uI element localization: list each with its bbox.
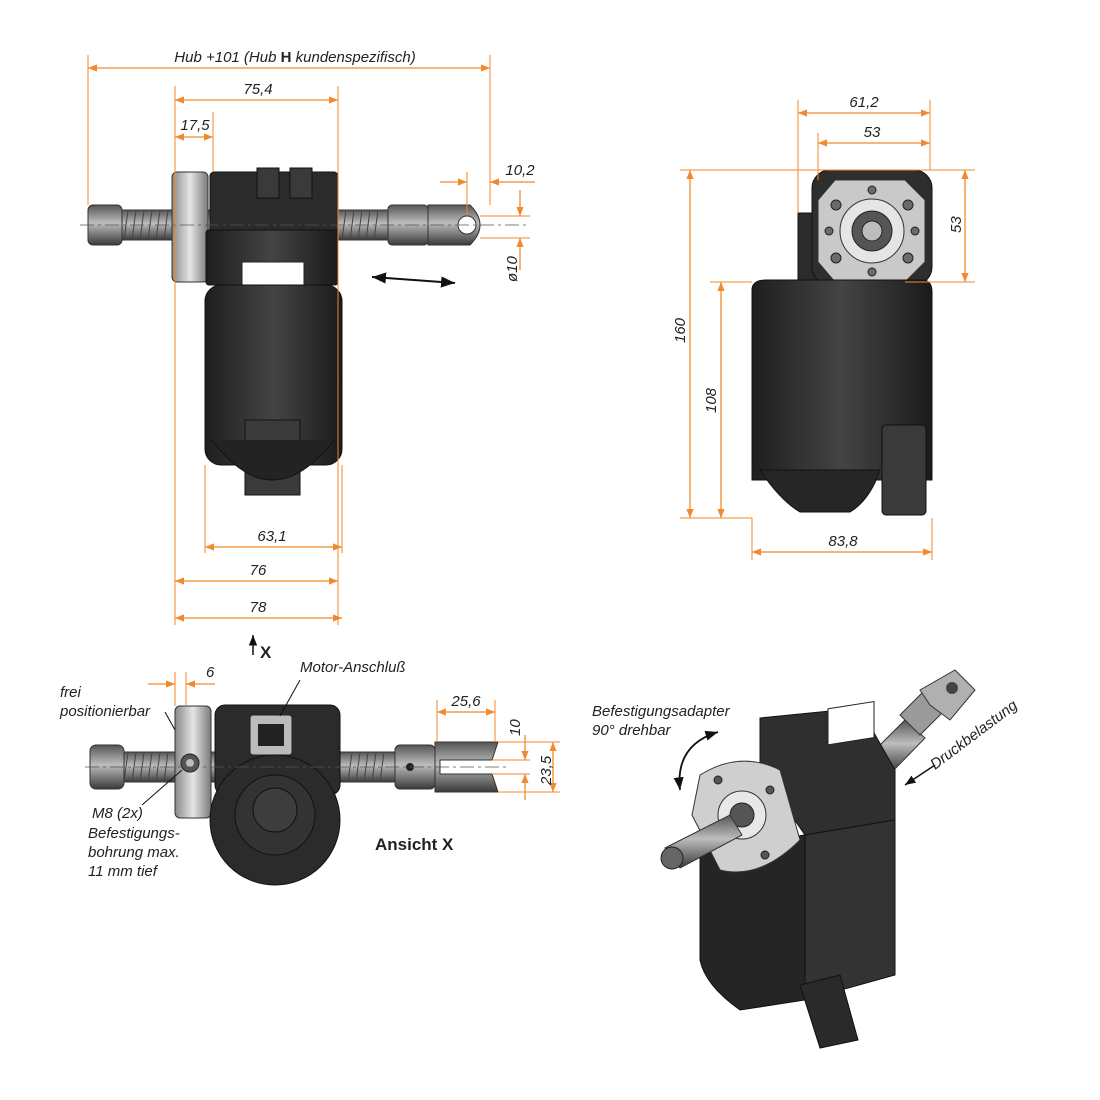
dim-75-4: 75,4	[243, 81, 272, 98]
label-motor-connector: Motor-Anschluß	[300, 659, 406, 676]
viewx-extension-lines	[174, 672, 560, 793]
view-x-title: Ansicht X	[375, 835, 454, 854]
side-connector	[881, 424, 927, 516]
dim-76: 76	[250, 562, 267, 579]
label-m8: M8 (2x)	[92, 805, 143, 822]
label-bore-line2: bohrung max.	[88, 844, 180, 861]
label-bore-line1: Befestigungs-	[88, 825, 180, 842]
front-clamp-ring	[171, 171, 209, 283]
front-gear-notch	[289, 167, 313, 199]
front-motor-base	[211, 439, 335, 481]
label-free-line2: positionierbar	[59, 703, 151, 720]
dim-6: 6	[206, 664, 215, 681]
view-x-letter: X	[260, 643, 272, 662]
dim-83-8: 83,8	[828, 533, 858, 550]
viewx-clevis	[434, 741, 499, 793]
dim-53-top: 53	[864, 124, 881, 141]
side-view: 61,2 53 53 160 108 83,8	[672, 94, 975, 560]
viewx-connector-pins	[258, 724, 284, 746]
front-dimension-lines	[88, 64, 535, 622]
dim-stroke-label: Hub +101 (Hub H kundenspezifisch)	[174, 49, 415, 66]
side-extension-lines	[680, 100, 975, 560]
iso-front-rod-end	[660, 846, 684, 870]
view-x: 6 25,6 10 23,5 frei positionierbar Motor…	[59, 659, 560, 886]
dim-63-1: 63,1	[257, 528, 286, 545]
iso-view: Befestigungsadapter 90° drehbar Druckbel…	[592, 669, 1021, 1049]
dim-diameter-10: ø10	[504, 255, 521, 282]
iso-body-front	[699, 834, 806, 1011]
viewx-motor-cap-center	[252, 787, 298, 833]
dim-78: 78	[250, 599, 267, 616]
side-dimension-lines	[686, 109, 969, 556]
label-free-leader	[164, 711, 176, 731]
iso-load-arrow	[904, 764, 936, 786]
label-adapter-line1: Befestigungsadapter	[592, 703, 731, 720]
dim-53-right: 53	[948, 216, 965, 233]
label-motor-leader	[279, 679, 301, 717]
dim-108: 108	[703, 387, 720, 413]
label-adapter-line2: 90° drehbar	[592, 722, 672, 739]
dim-160: 160	[672, 317, 689, 343]
dim-10-2: 10,2	[505, 162, 535, 179]
front-view: Hub +101 (Hub H kundenspezifisch) 75,4 1…	[80, 49, 535, 662]
dim-17-5: 17,5	[180, 117, 210, 134]
side-shaft-core	[861, 220, 883, 242]
iso-rotation-arrow	[673, 730, 719, 791]
dim-10: 10	[507, 719, 524, 736]
iso-label-window	[827, 700, 875, 746]
front-gear-notch	[256, 167, 280, 199]
front-motion-arrow	[371, 272, 456, 288]
viewx-dimension-lines	[148, 680, 557, 800]
side-bolts	[824, 185, 920, 277]
label-free-line1: frei	[60, 684, 82, 701]
iso-clevis	[919, 669, 976, 721]
side-motor-base	[759, 469, 881, 513]
iso-clevis-hole	[946, 682, 958, 694]
iso-body-side	[804, 819, 896, 1001]
dim-61-2: 61,2	[849, 94, 879, 111]
dim-25-6: 25,6	[450, 693, 481, 710]
viewx-m8-bore-inner	[186, 759, 194, 767]
label-bore-line3: 11 mm tief	[88, 863, 159, 880]
dim-23-5: 23,5	[538, 755, 555, 786]
iso-connector	[799, 974, 859, 1049]
label-m8-leader	[141, 769, 183, 806]
